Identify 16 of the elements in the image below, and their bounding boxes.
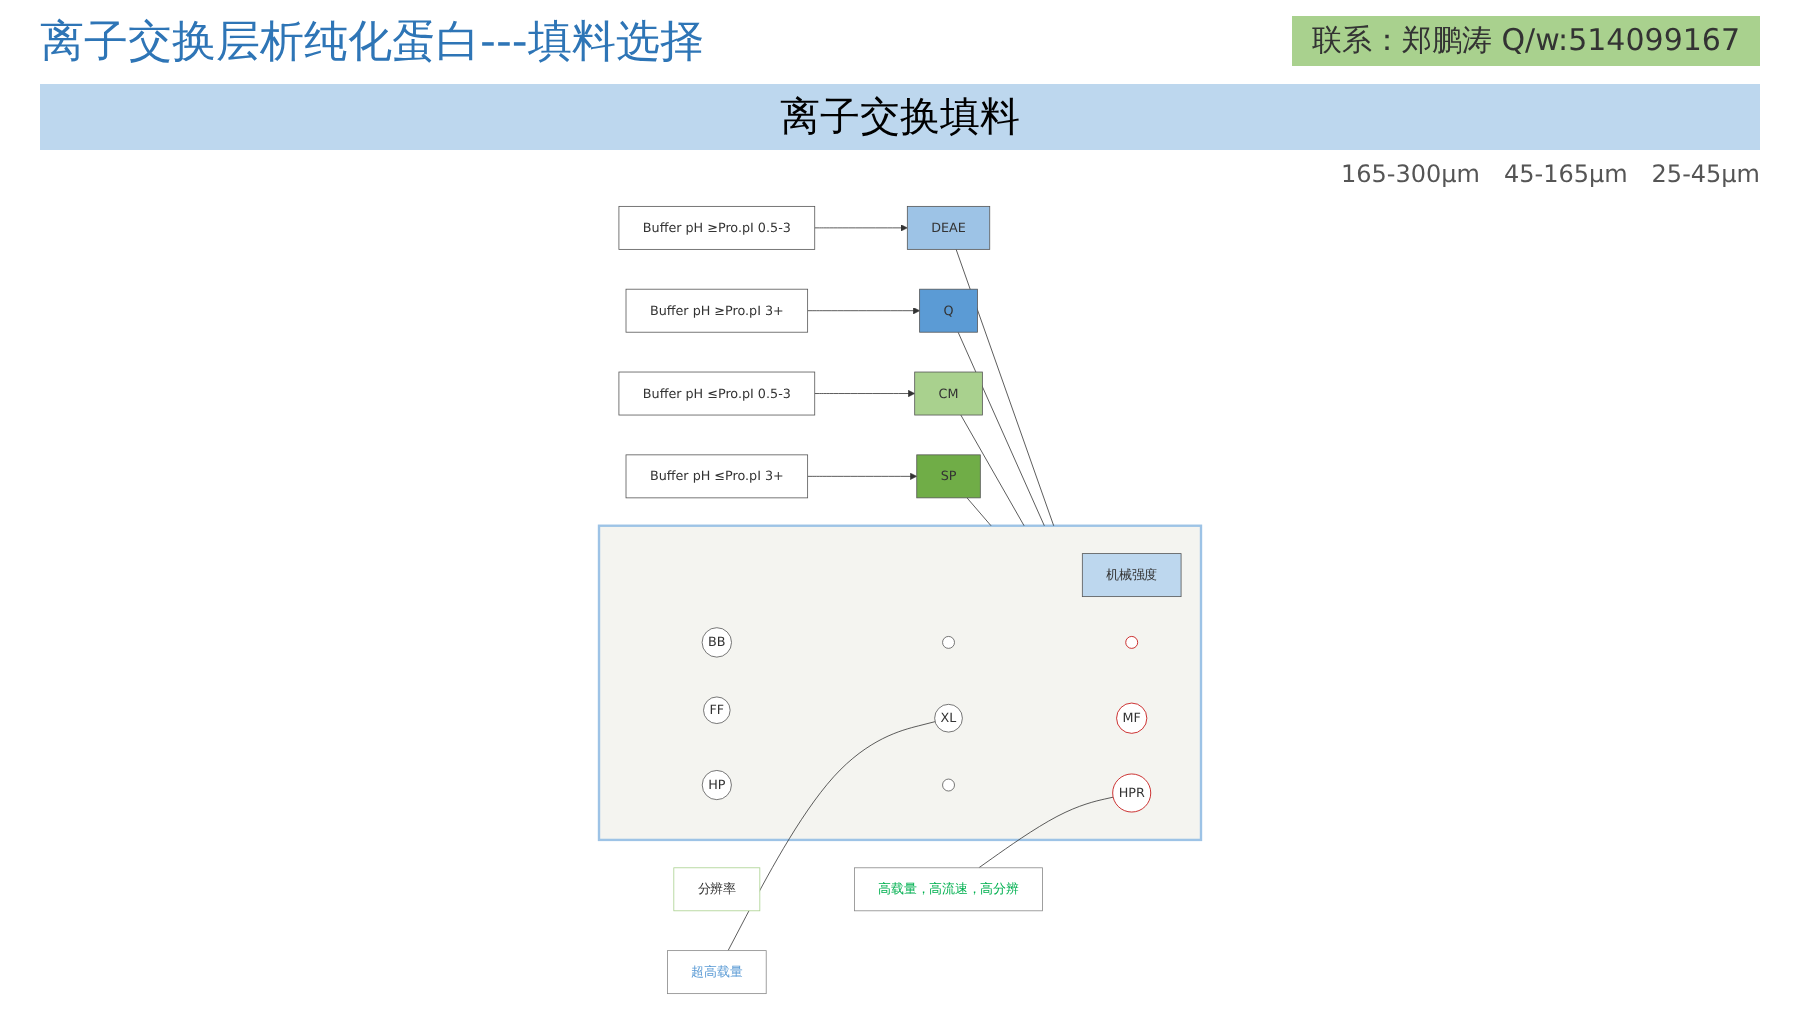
connector (978, 796, 1114, 869)
size-range-note: 25-45μm (1651, 160, 1760, 188)
connector (960, 414, 1025, 527)
size-range-note: 45-165μm (1503, 160, 1628, 188)
connector (955, 249, 1055, 527)
node-circle (942, 778, 955, 792)
heading-band: 离子交换填料 (40, 84, 1760, 150)
contact-note: 联系：郑鹏涛 Q/w:514099167 (1291, 16, 1760, 66)
connector (727, 721, 936, 951)
connector (957, 331, 1045, 527)
node-circle (1125, 636, 1139, 649)
cluster (597, 524, 1203, 842)
node-circle (942, 636, 955, 649)
size-range-note: 165-300μm (1341, 160, 1480, 188)
slide-title: 离子交换层析纯化蛋白---填料选择 (40, 16, 704, 72)
connector (966, 497, 992, 527)
